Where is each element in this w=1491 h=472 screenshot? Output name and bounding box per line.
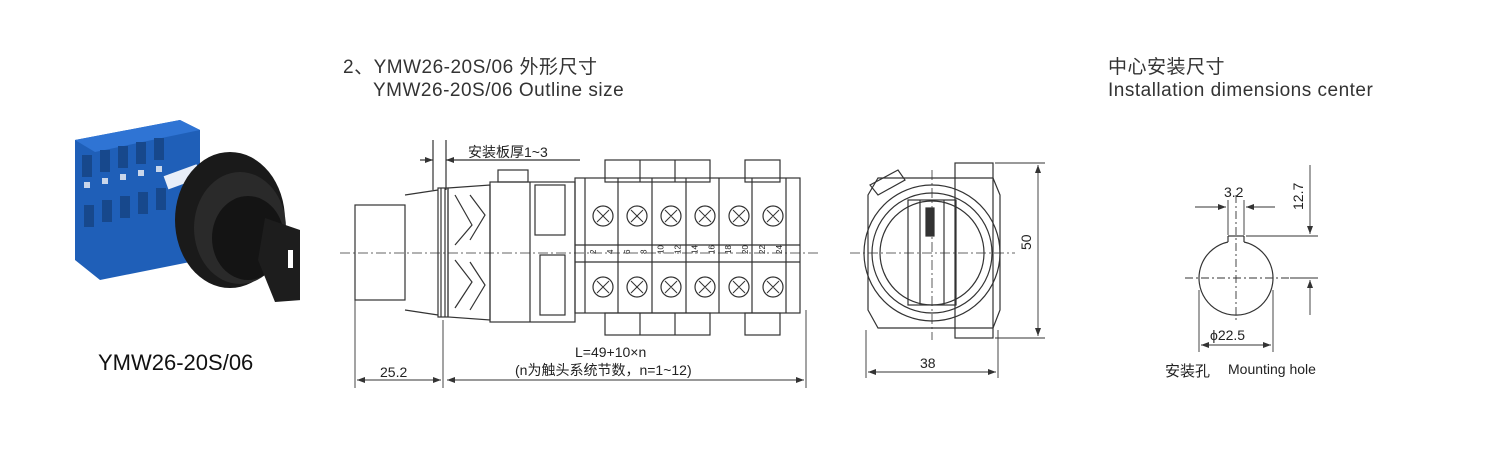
knob-illustration [175,152,300,302]
mounting-hole-cn: 安装孔 [1165,363,1211,380]
terminal-number: 2 [589,249,598,254]
dim-knob-length: 25.2 [380,364,408,380]
length-formula: L=49+10×n [575,344,647,360]
dim-width: 38 [920,355,936,371]
side-knob [354,204,406,301]
install-title-en: Installation dimensions center [1108,80,1374,101]
outline-title-en: YMW26-20S/06 Outline size [373,80,625,101]
dim-height: 50 [1018,234,1034,250]
product-model-caption: YMW26-20S/06 [98,350,254,375]
side-bezel [437,187,449,318]
length-note: (n为触头系统节数，n=1~12) [515,362,692,378]
terminal-number: 22 [758,245,767,254]
contact-blocks-illustration [75,120,202,280]
side-housing [447,184,491,321]
product-photo [75,120,300,302]
outline-title-cn: 2、YMW26-20S/06 外形尺寸 [343,57,598,78]
terminal-number: 14 [690,245,699,254]
terminal-number: 4 [606,249,615,254]
terminal-number: 8 [640,249,649,254]
dim-key-offset: 12.7 [1290,182,1306,210]
terminal-number: 16 [707,245,716,254]
terminal-number: 6 [623,249,632,254]
mounting-hole-en: Mounting hole [1228,361,1316,377]
terminal-number: 18 [724,245,733,254]
dim-hole-diameter: ϕ22.5 [1210,327,1246,343]
dimension-lines [354,162,1045,388]
dim-key-width: 3.2 [1224,184,1244,200]
install-title-cn: 中心安装尺寸 [1108,57,1226,78]
side-body [489,181,576,323]
mounting-hole-drawing [1198,235,1274,316]
terminal-number: 10 [657,245,666,254]
panel-thickness-label: 安装板厚1~3 [468,144,548,160]
terminal-screws [592,205,784,298]
terminal-number: 20 [741,245,750,254]
terminal-number: 12 [674,245,683,254]
terminal-number: 24 [775,245,784,254]
